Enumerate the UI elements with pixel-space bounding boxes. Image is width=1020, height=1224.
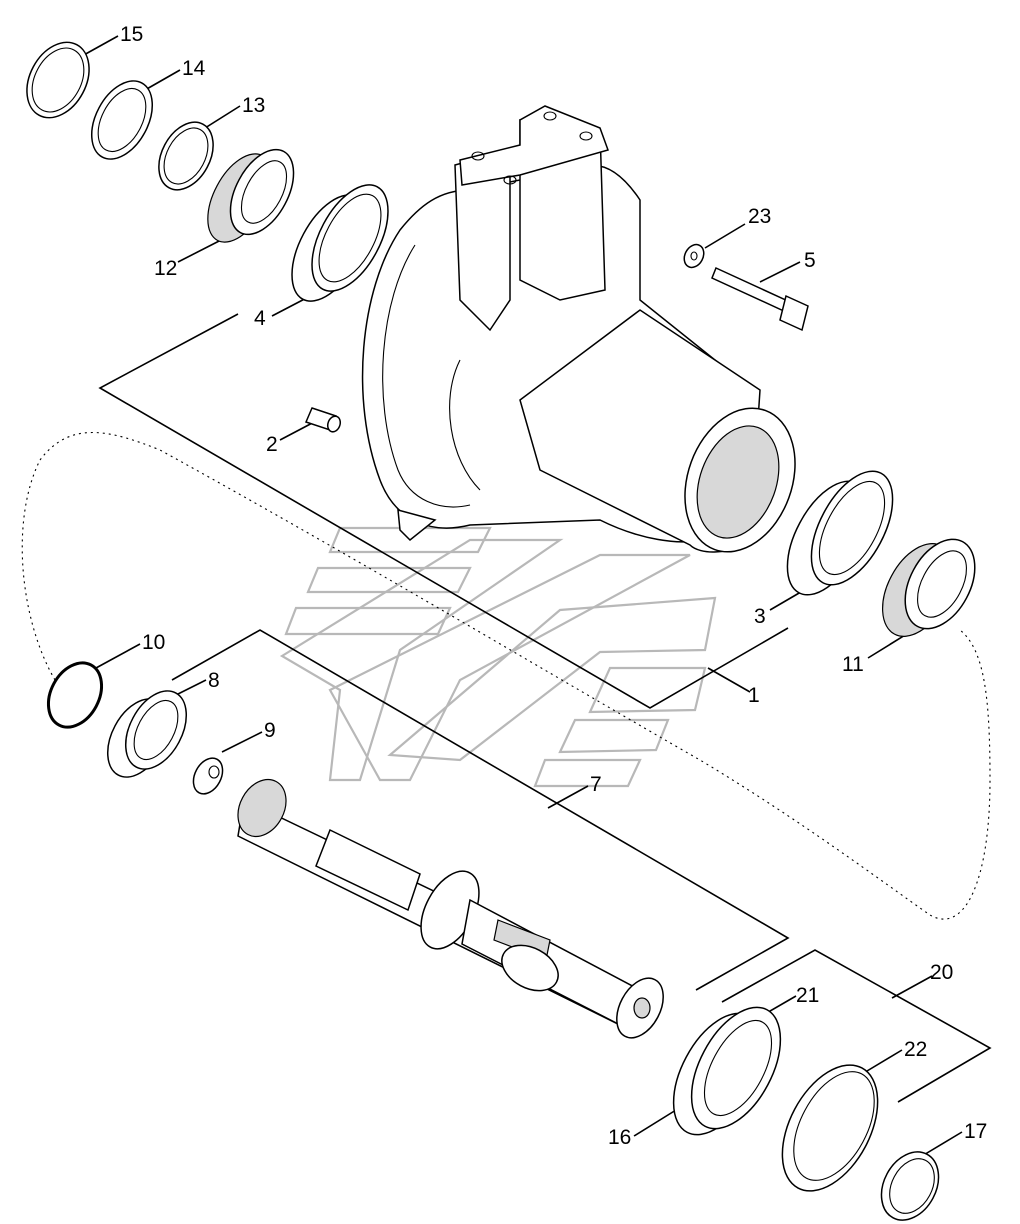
part-number-labels: 15 14 13 12 4 23 5 2 3 11 1 10 8 9 7 20 …: [120, 23, 987, 1149]
label-13: 13: [242, 94, 265, 117]
label-3: 3: [754, 605, 766, 628]
label-21: 21: [796, 984, 819, 1007]
part-bolt-5: [711, 266, 809, 332]
group-bracket-lines: [98, 313, 992, 1103]
part-plug-9: [192, 757, 224, 795]
part-bearing-cup-3: [786, 470, 894, 596]
label-8: 8: [208, 669, 220, 692]
label-2: 2: [266, 433, 278, 456]
label-14: 14: [182, 57, 206, 80]
dotted-guide-line: [21, 432, 991, 920]
label-15: 15: [120, 23, 143, 46]
label-11: 11: [842, 653, 864, 676]
part-washer-23: [683, 243, 705, 269]
label-4: 4: [254, 307, 266, 330]
part-o-ring-10: [46, 661, 104, 729]
part-ring-22: [781, 1064, 879, 1192]
part-ring-13: [158, 121, 214, 191]
label-5: 5: [804, 249, 816, 272]
label-17: 17: [964, 1120, 987, 1143]
part-snap-ring-15: [26, 41, 90, 119]
part-bearing-11: [882, 538, 976, 637]
part-pin-2: [304, 407, 342, 433]
part-snap-ring-17: [880, 1151, 940, 1221]
part-bearing-12: [207, 148, 295, 243]
watermark-logo: [279, 526, 717, 788]
part-housing-1: [361, 105, 796, 553]
label-20: 20: [930, 961, 953, 984]
label-10: 10: [142, 631, 165, 654]
label-1: 1: [748, 684, 760, 707]
label-9: 9: [264, 719, 276, 742]
part-seal-16: [672, 1006, 782, 1136]
label-23: 23: [748, 205, 771, 228]
part-seal-8: [106, 690, 188, 778]
label-22: 22: [904, 1038, 927, 1061]
label-16: 16: [608, 1126, 631, 1149]
label-12: 12: [154, 257, 177, 280]
part-bearing-cup-4: [291, 184, 389, 302]
part-shaft-7: [237, 778, 664, 1039]
part-ring-14: [90, 80, 154, 160]
label-7: 7: [590, 773, 602, 796]
